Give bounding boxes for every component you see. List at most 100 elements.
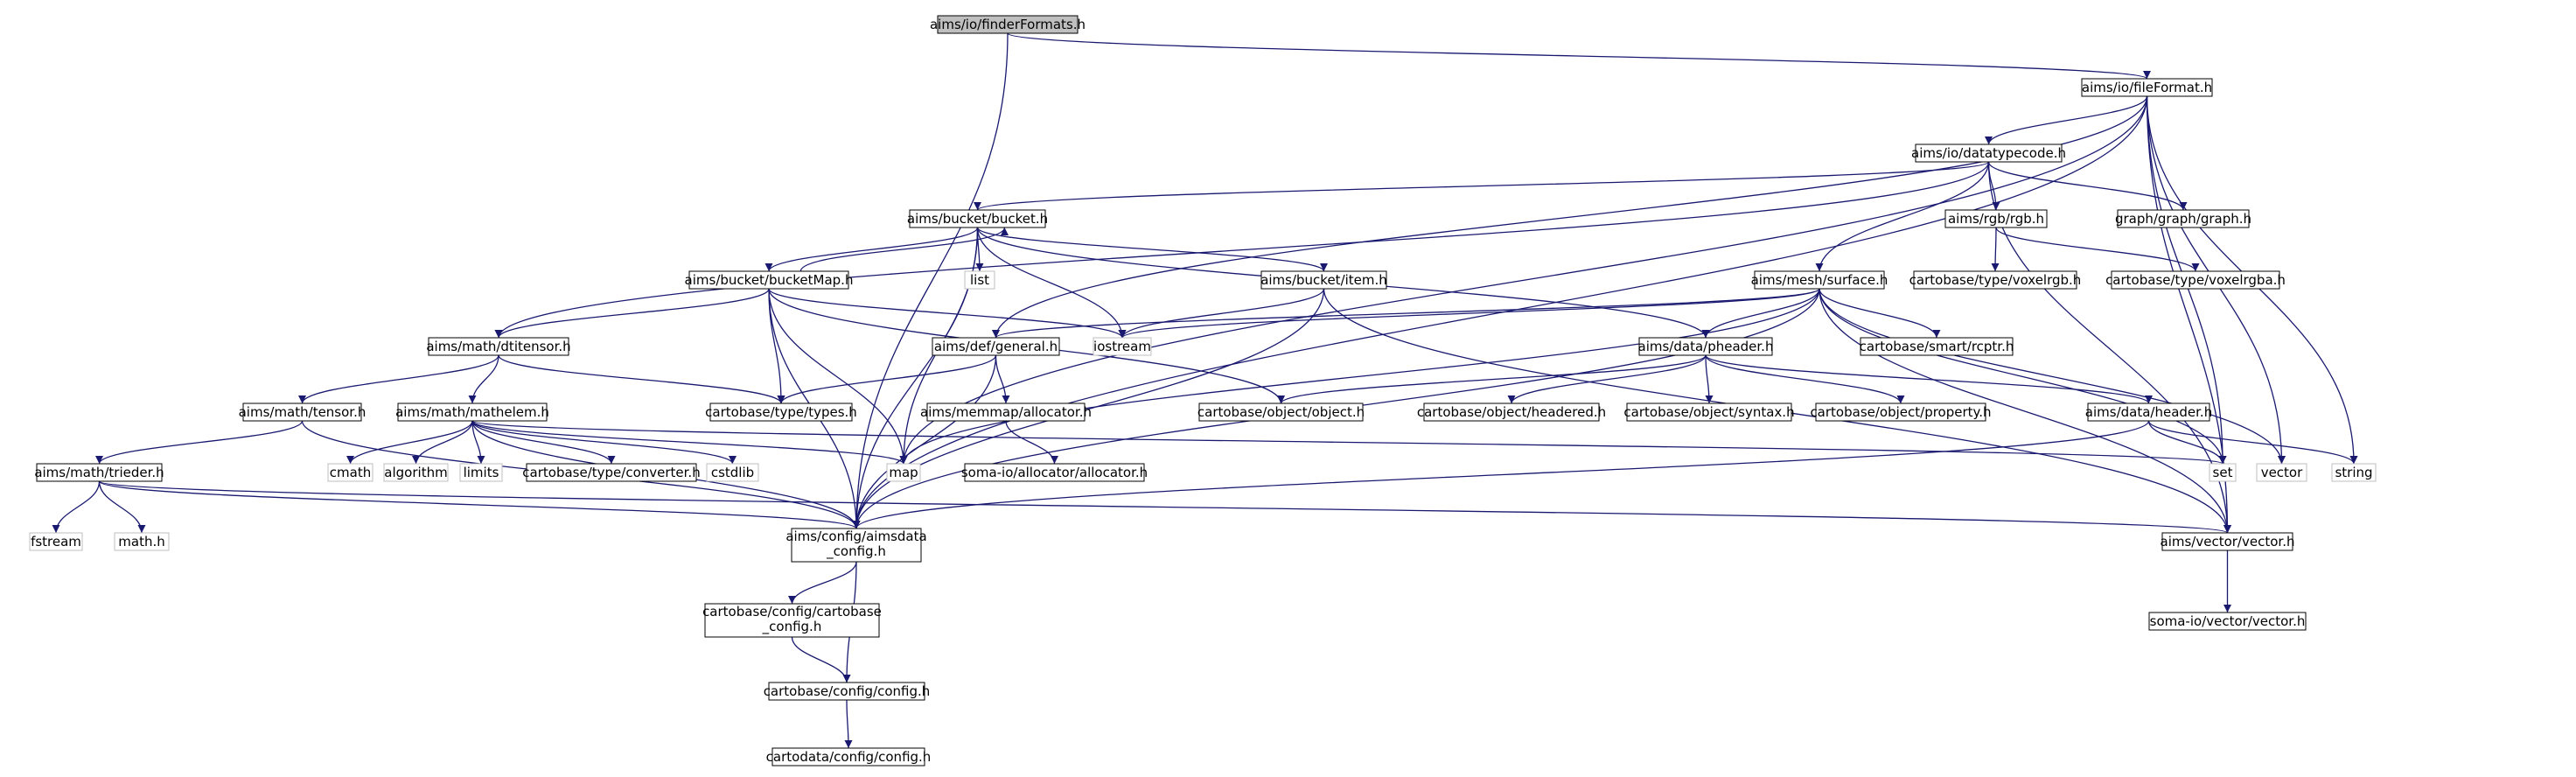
node-list: list [964, 270, 995, 290]
node-tensor[interactable]: aims/math/tensor.h [239, 402, 367, 422]
node-trieder[interactable]: aims/math/trieder.h [34, 463, 164, 482]
node-rgb[interactable]: aims/rgb/rgb.h [1944, 209, 2048, 228]
node-allocatorh[interactable]: aims/memmap/allocator.h [920, 402, 1092, 422]
edge-surface-to-rcptr [1819, 288, 1941, 339]
node-general[interactable]: aims/def/general.h [932, 337, 1060, 356]
node-label: aims/mesh/surface.h [1751, 272, 1888, 288]
node-fstream: fstream [29, 532, 83, 551]
edge-surface-to-general [992, 288, 1820, 339]
edge-surface-to-vector [1819, 288, 2286, 465]
node-box [114, 532, 170, 551]
edge-mathelem-to-converter [471, 420, 616, 465]
edge-pheader-to-header [1705, 354, 2153, 404]
node-box [1198, 402, 1364, 422]
node-somavector[interactable]: soma-io/vector/vector.h [2148, 612, 2307, 631]
node-cstdlib: cstdlib [706, 463, 759, 482]
node-box [768, 682, 925, 701]
node-mathelem[interactable]: aims/math/mathelem.h [395, 402, 549, 422]
node-datatypecode[interactable]: aims/io/datatypecode.h [1911, 144, 2066, 163]
edge-rgb-to-voxelrgba [1995, 227, 2200, 272]
node-label: list [970, 272, 989, 288]
node-graph[interactable]: graph/graph/graph.h [2115, 209, 2251, 228]
node-label: aims/data/header.h [2085, 404, 2212, 420]
edge-allocatorh-to-somaalloc [1005, 420, 1058, 465]
edge-finderFormats-to-aimsdata_config [852, 32, 1009, 529]
node-bucketMap[interactable]: aims/bucket/bucketMap.h [685, 270, 854, 290]
node-box [1815, 402, 1986, 422]
node-box [1860, 337, 2014, 356]
node-box [1915, 144, 2063, 163]
node-label: string [2335, 465, 2372, 480]
node-label: cartobase/object/object.h [1197, 404, 1365, 420]
node-box [2256, 463, 2307, 482]
node-box [688, 270, 849, 290]
edge-trieder-to-aimsdata_config [98, 480, 861, 529]
edge-rgb-to-voxelrgb [1991, 227, 2000, 272]
node-box [2081, 78, 2213, 97]
node-cartobase_config[interactable]: cartobase/config/cartobase_config.h [702, 603, 882, 638]
edge-pheader-to-syntax [1705, 354, 1714, 404]
node-pheader[interactable]: aims/data/pheader.h [1638, 337, 1774, 356]
node-bucket[interactable]: aims/bucket/bucket.h [907, 209, 1048, 228]
node-label: cstdlib [711, 465, 754, 480]
node-label: soma-io/allocator/allocator.h [961, 465, 1148, 480]
node-label: cartobase/config/cartobase_config.h [702, 604, 882, 635]
edge-general-to-allocatorh [995, 354, 1010, 404]
node-fileFormat[interactable]: aims/io/fileFormat.h [2081, 78, 2213, 97]
node-somaalloc[interactable]: soma-io/allocator/allocator.h [961, 463, 1148, 482]
node-box [1423, 402, 1600, 422]
node-box [791, 528, 922, 563]
node-syntax[interactable]: cartobase/object/syntax.h [1623, 402, 1795, 422]
node-header[interactable]: aims/data/header.h [2085, 402, 2212, 422]
node-voxelrgb[interactable]: cartobase/type/voxelrgb.h [1909, 270, 2082, 290]
node-box [397, 402, 548, 422]
edge-bucket-to-iostream [976, 227, 1127, 339]
node-box [1260, 270, 1387, 290]
node-surface[interactable]: aims/mesh/surface.h [1751, 270, 1888, 290]
node-label: aims/data/pheader.h [1638, 339, 1774, 354]
node-mathh: math.h [114, 532, 170, 551]
node-label: cartobase/type/voxelrgba.h [2105, 272, 2286, 288]
edge-bucketMap-to-map [768, 288, 908, 465]
node-string: string [2331, 463, 2377, 482]
edge-pheader-to-headered [1507, 354, 1707, 404]
node-box [706, 463, 759, 482]
node-box [886, 463, 921, 482]
node-aimsdata_config[interactable]: aims/config/aimsdata_config.h [785, 528, 927, 563]
node-object[interactable]: cartobase/object/object.h [1197, 402, 1365, 422]
node-property[interactable]: cartobase/object/property.h [1810, 402, 1992, 422]
node-box [2209, 463, 2237, 482]
node-item[interactable]: aims/bucket/item.h [1260, 270, 1387, 290]
node-vector: vector [2256, 463, 2307, 482]
edge-general-to-aimsdata_config [852, 354, 997, 529]
node-rcptr[interactable]: cartobase/smart/rcptr.h [1860, 337, 2014, 356]
node-converter[interactable]: cartobase/type/converter.h [522, 463, 701, 482]
node-label: cartobase/object/headered.h [1417, 404, 1606, 420]
node-layer: aims/io/finderFormats.h aims/io/fileForma… [29, 15, 2377, 766]
node-label: aims/math/tensor.h [239, 404, 367, 420]
node-label: cartobase/smart/rcptr.h [1860, 339, 2014, 354]
edge-datatypecode-to-surface [1815, 161, 1990, 272]
node-types[interactable]: cartobase/type/types.h [705, 402, 857, 422]
edge-surface-to-map [899, 288, 1820, 465]
node-label: soma-io/vector/vector.h [2150, 613, 2306, 629]
edge-pheader-to-object [1277, 354, 1707, 404]
edge-datatypecode-to-bucket [974, 161, 1990, 211]
node-cartodata_config[interactable]: cartodata/config/config.h [766, 747, 932, 766]
node-label: aims/math/dtitensor.h [426, 339, 570, 354]
node-cartobase_confconf[interactable]: cartobase/config/config.h [764, 682, 931, 701]
edge-mathelem-to-cmath [346, 420, 473, 465]
node-box [926, 402, 1086, 422]
node-headered[interactable]: cartobase/object/headered.h [1417, 402, 1606, 422]
node-box [1093, 337, 1152, 356]
node-finderFormats[interactable]: aims/io/finderFormats.h [930, 15, 1086, 34]
node-vectorh[interactable]: aims/vector/vector.h [2161, 532, 2295, 551]
node-box [704, 603, 880, 638]
node-label: cartobase/type/converter.h [522, 465, 700, 480]
node-dtitensor[interactable]: aims/math/dtitensor.h [426, 337, 571, 356]
node-voxelrgba[interactable]: cartobase/type/voxelrgba.h [2105, 270, 2286, 290]
node-label: cartobase/object/syntax.h [1623, 404, 1794, 420]
node-box [428, 337, 569, 356]
node-label: aims/bucket/item.h [1260, 272, 1387, 288]
